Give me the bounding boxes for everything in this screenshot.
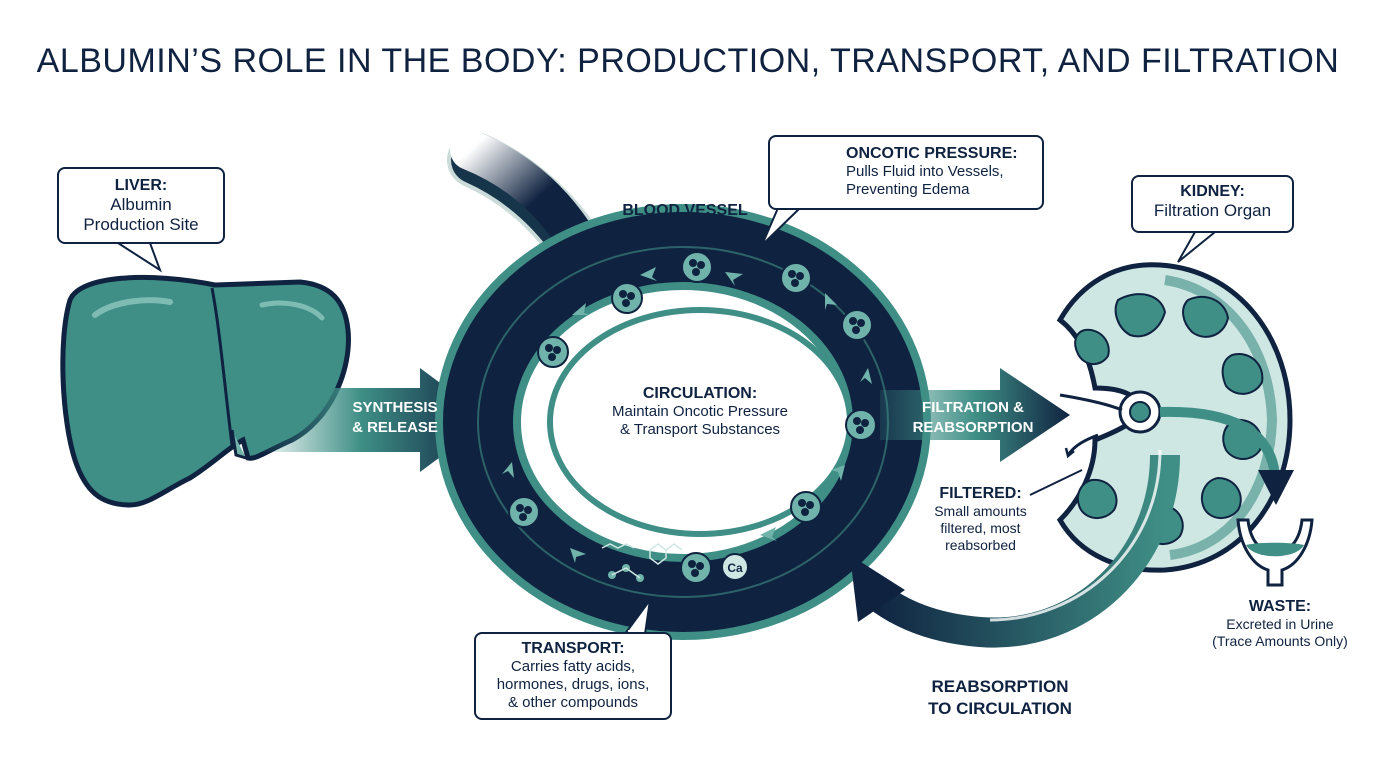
liver-heading: LIVER: (114, 177, 168, 194)
synthesis-line-2: & RELEASE (352, 418, 438, 436)
transported-compounds-icon (601, 543, 683, 582)
albumin-molecule-6 (845, 409, 877, 441)
filtration-arrow (880, 368, 1070, 462)
transport-line-1: Carries fatty acids, (510, 658, 636, 675)
bladder-icon (1236, 518, 1314, 587)
reabsorption-arrow (850, 449, 1180, 648)
albumin-molecule-8 (680, 552, 712, 584)
albumin-molecules: Ca (508, 251, 877, 584)
albumin-molecule-4 (780, 262, 812, 294)
waste-label: WASTE: Excreted in Urine (Trace Amounts … (1196, 598, 1364, 650)
transport-callout: TRANSPORT: Carries fatty acids, hormones… (474, 632, 672, 720)
transport-line-2: hormones, drugs, ions, (496, 676, 650, 693)
liver-callout: LIVER: Albumin Production Site (57, 167, 225, 244)
reabsorption-label: REABSORPTION TO CIRCULATION (900, 676, 1100, 720)
filtration-line-1: FILTRATION & (922, 399, 1024, 416)
transport-callout-pointer (624, 599, 651, 635)
circulation-line-1: Maintain Oncotic Pressure (612, 403, 788, 420)
oncotic-line-2: Preventing Edema (846, 181, 970, 198)
calcium-ion: Ca (721, 553, 749, 581)
circulation-heading: CIRCULATION: (642, 385, 758, 402)
filtered-line-2: filtered, most (940, 519, 1021, 536)
filtered-pointer-line (1029, 469, 1083, 496)
oncotic-line-1: Pulls Fluid into Vessels, (846, 163, 1004, 180)
liver-line-2: Production Site (83, 215, 199, 235)
svg-text:Ca: Ca (727, 561, 743, 575)
filtered-heading: FILTERED: (939, 485, 1022, 502)
kidney-heading: KIDNEY: (1180, 183, 1245, 200)
albumin-molecule-2 (611, 282, 643, 314)
transport-heading: TRANSPORT: (521, 640, 625, 657)
waste-line-1: Excreted in Urine (1226, 616, 1334, 632)
liver-line-1: Albumin (110, 195, 172, 214)
waste-line-2: (Trace Amounts Only) (1212, 632, 1348, 649)
circulation-label: CIRCULATION: Maintain Oncotic Pressure &… (570, 385, 830, 439)
flow-arrows (502, 267, 872, 563)
kidney-illustration (1056, 262, 1293, 573)
albumin-molecule-1 (537, 336, 569, 368)
reabsorption-line-1: REABSORPTION (931, 677, 1069, 696)
filtered-line-3: reabsorbed (945, 536, 1016, 553)
albumin-molecule-5 (841, 309, 873, 341)
filtration-line-2: REABSORPTION (912, 418, 1034, 436)
albumin-molecule-7 (790, 491, 822, 523)
synthesis-line-1: SYNTHESIS (352, 399, 438, 416)
filtered-line-1: Small amounts (934, 503, 1027, 519)
oncotic-heading: ONCOTIC PRESSURE: (846, 145, 1018, 162)
liver-illustration (60, 274, 351, 508)
kidney-callout: KIDNEY: Filtration Organ (1131, 175, 1294, 233)
page-title: ALBUMIN’S ROLE IN THE BODY: PRODUCTION, … (36, 42, 1340, 80)
synthesis-arrow (255, 368, 490, 472)
oncotic-callout: ONCOTIC PRESSURE: Pulls Fluid into Vesse… (768, 135, 1044, 210)
transport-line-3: & other compounds (507, 694, 639, 711)
liver-callout-pointer (117, 242, 162, 273)
reabsorption-line-2: TO CIRCULATION (928, 699, 1072, 719)
circulation-line-2: & Transport Substances (619, 421, 781, 438)
synthesis-label: SYNTHESIS & RELEASE (330, 398, 460, 437)
kidney-callout-pointer (1177, 231, 1216, 263)
kidney-line-1: Filtration Organ (1153, 201, 1272, 220)
albumin-molecule-3 (681, 251, 713, 283)
oncotic-callout-pointer (761, 207, 801, 246)
waste-arrow (1159, 406, 1294, 505)
albumin-molecule-9 (508, 496, 540, 528)
blood-vessel-label: BLOOD VESSEL (622, 202, 748, 219)
filtration-label: FILTRATION & REABSORPTION (898, 398, 1048, 437)
filtered-label: FILTERED: Small amounts filtered, most r… (918, 485, 1043, 553)
waste-heading: WASTE: (1248, 598, 1312, 615)
